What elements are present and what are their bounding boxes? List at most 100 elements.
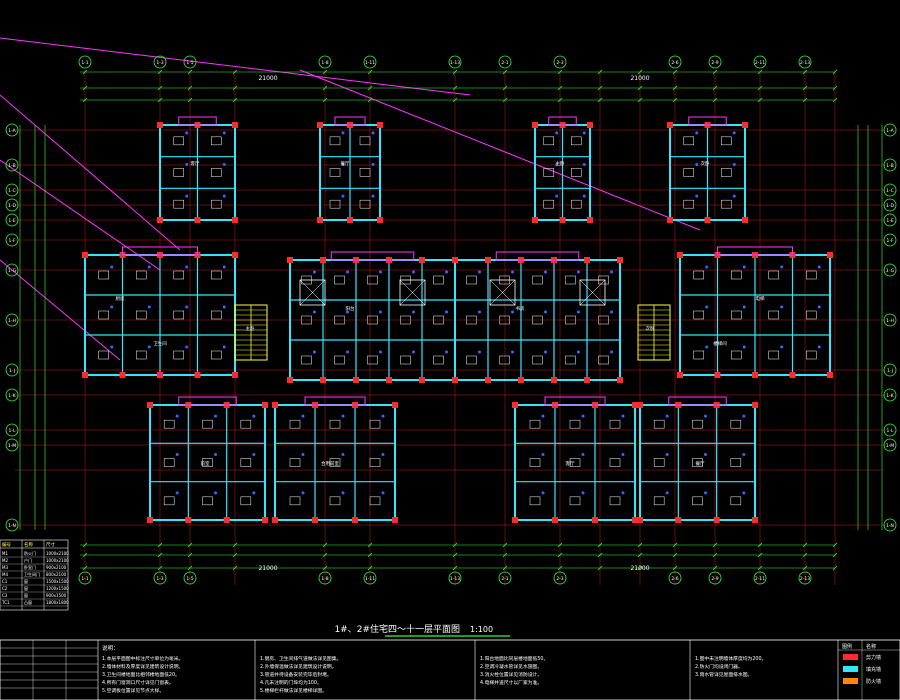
axis-label: 2-11 xyxy=(755,576,765,582)
door-tag xyxy=(185,345,189,349)
furniture xyxy=(653,458,665,467)
table-cell: M4 xyxy=(2,572,8,577)
door-tag xyxy=(301,491,305,495)
door-tag xyxy=(185,305,189,309)
room-label: 次卧 xyxy=(701,160,710,167)
dimension-tick xyxy=(832,542,838,548)
balcony xyxy=(495,251,580,261)
dimension-tick xyxy=(597,97,603,103)
shear-wall-column xyxy=(320,377,326,383)
dimension-tick xyxy=(637,85,643,91)
shear-wall-column xyxy=(262,402,268,408)
shear-wall-column xyxy=(232,252,238,258)
furniture xyxy=(329,419,341,429)
shear-wall-column xyxy=(789,372,796,378)
axis-bubble xyxy=(553,571,567,585)
shear-wall-column xyxy=(827,372,833,378)
door-tag xyxy=(147,305,151,309)
axis-label: 1-A xyxy=(8,128,16,134)
left-mini-table xyxy=(0,640,98,700)
furniture xyxy=(301,355,312,365)
furniture xyxy=(806,270,817,280)
shear-wall-column xyxy=(119,372,126,378)
furniture xyxy=(730,419,742,429)
shear-wall-column xyxy=(587,122,593,128)
dimension-tick xyxy=(452,69,458,75)
dimension-tick xyxy=(232,85,238,91)
furniture xyxy=(359,199,371,209)
note-line: 2.防火门均设闭门器。 xyxy=(695,663,743,670)
furniture xyxy=(400,355,411,365)
axis-label: 1-11 xyxy=(365,576,375,582)
dimension-tick xyxy=(672,542,678,548)
axis-bubble xyxy=(5,313,19,327)
shear-wall-column xyxy=(742,217,748,223)
furniture xyxy=(202,419,213,429)
door-tag xyxy=(742,305,746,309)
dimension-tick xyxy=(832,552,838,558)
room-label: 主卧 xyxy=(246,325,255,332)
furniture xyxy=(721,199,732,209)
axis-bubble xyxy=(753,571,767,585)
table-cell: 1200x1500 xyxy=(46,586,69,591)
shear-wall-column xyxy=(617,377,623,383)
door-tag xyxy=(541,414,545,418)
axis-bubble xyxy=(883,198,897,212)
furniture xyxy=(211,310,222,320)
axis-label: 1-M xyxy=(8,443,16,449)
axis-label: 1-13 xyxy=(450,576,460,582)
room-label: 客厅 xyxy=(566,460,575,467)
axis-bubble xyxy=(668,55,682,69)
dimension-tick xyxy=(322,565,328,571)
dimension-tick xyxy=(232,69,238,75)
door-tag xyxy=(742,345,746,349)
room-label: 卫生间 xyxy=(153,340,167,347)
door-tag xyxy=(381,491,385,495)
note-line: 2.外墙保温做法详见建筑设计说明。 xyxy=(260,663,337,670)
elevator-shaft xyxy=(399,279,426,306)
note-line: 3.卫生间楼地面比相邻楼地面低20。 xyxy=(102,671,180,678)
door-tag xyxy=(341,414,345,418)
furniture xyxy=(466,275,477,285)
apartment-block xyxy=(667,116,748,223)
door-tag xyxy=(705,265,709,269)
door-tag xyxy=(222,131,226,135)
dimension-tick xyxy=(157,97,163,103)
dimension-tick xyxy=(712,565,718,571)
notes-column-4: 1.图中未注明墙体厚度均为200。2.防火门均设闭门器。3.雨水管详见屋面排水图… xyxy=(695,655,766,678)
shear-wall-column xyxy=(272,402,278,408)
shear-wall-column xyxy=(587,217,593,223)
furniture xyxy=(163,419,175,429)
door-tag xyxy=(704,491,707,495)
shear-wall-column xyxy=(675,517,682,523)
dimension-tick xyxy=(367,85,373,91)
note-line: 1.本层平面图中标注尺寸单位为毫米。 xyxy=(102,655,183,662)
door-tag xyxy=(346,310,349,314)
axis-bubble xyxy=(883,183,897,197)
shear-wall-column xyxy=(147,402,153,408)
table-cell: 1500x1500 xyxy=(46,579,69,584)
furniture xyxy=(329,496,341,506)
shear-wall-column xyxy=(752,517,758,523)
axis-bubble xyxy=(5,158,19,172)
furniture xyxy=(730,496,742,506)
door-tag xyxy=(581,491,585,495)
door-tag xyxy=(379,350,382,354)
dimension-tick xyxy=(832,97,838,103)
axis-bubble xyxy=(448,571,462,585)
dimension-tick xyxy=(832,85,838,91)
shear-wall-column xyxy=(559,217,566,223)
dimension-tick xyxy=(82,97,88,103)
door-tag xyxy=(742,265,746,269)
shear-wall-column xyxy=(377,217,383,223)
shear-wall-column xyxy=(312,517,318,523)
door-tag xyxy=(381,453,385,456)
balcony xyxy=(717,246,793,256)
door-tag xyxy=(577,310,580,314)
furniture xyxy=(565,275,576,285)
elevator-cross xyxy=(489,279,516,306)
note-line: 2.空调冷凝水管详见水施图。 xyxy=(480,663,542,670)
door-tag xyxy=(555,163,559,166)
dimension-tick xyxy=(802,552,808,558)
furniture xyxy=(173,168,184,177)
